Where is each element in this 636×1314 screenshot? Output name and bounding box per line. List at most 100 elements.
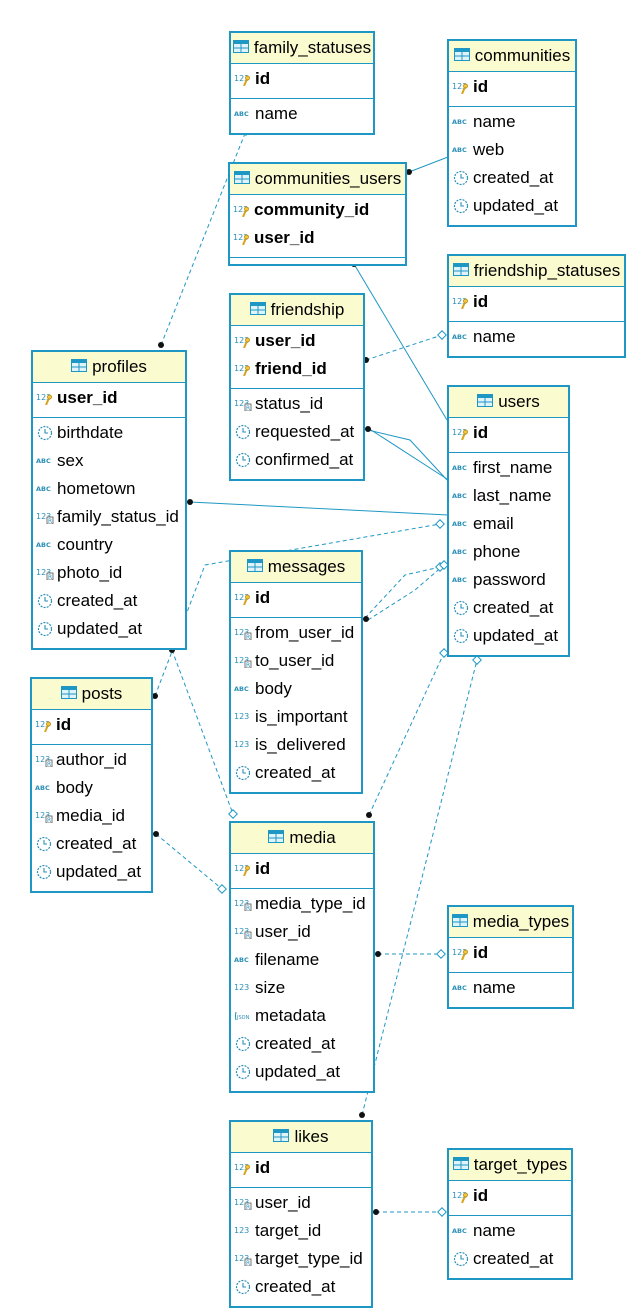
table-header[interactable]: profiles — [33, 352, 185, 383]
column-name: target_type_id — [255, 1249, 363, 1268]
table-header[interactable]: users — [449, 387, 568, 418]
table-header[interactable]: media — [231, 823, 373, 854]
table-header[interactable]: media_types — [449, 907, 572, 938]
column-row[interactable]: created_at — [449, 164, 575, 192]
column-row[interactable]: created_at — [33, 587, 185, 615]
table-header[interactable]: communities — [449, 41, 575, 72]
column-row[interactable]: updated_at — [32, 858, 151, 886]
table-title: friendship — [270, 300, 345, 319]
column-name: filename — [255, 950, 320, 969]
table-header[interactable]: friendship_statuses — [449, 256, 624, 287]
column-row[interactable]: created_at — [231, 1030, 373, 1058]
column-row[interactable]: birthdate — [33, 419, 185, 447]
column-row[interactable]: updated_at — [449, 622, 568, 650]
column-row[interactable]: created_at — [449, 1245, 571, 1273]
svg-text:123: 123 — [234, 593, 249, 602]
table-header[interactable]: family_statuses — [231, 33, 373, 64]
column-row[interactable]: created_at — [449, 594, 568, 622]
column-row[interactable]: updated_at — [231, 1058, 373, 1086]
table-header[interactable]: communities_users — [230, 164, 405, 195]
column-name: user_id — [255, 1193, 311, 1212]
table-header[interactable]: target_types — [449, 1150, 571, 1181]
column-name: updated_at — [473, 196, 559, 215]
column-row[interactable]: requested_at — [231, 418, 363, 446]
table-header[interactable]: messages — [231, 552, 361, 583]
table-header[interactable]: friendship — [231, 295, 363, 326]
table-header[interactable]: posts — [32, 679, 151, 710]
column-row[interactable]: created_at — [32, 830, 151, 858]
column-row[interactable]: created_at — [231, 759, 361, 787]
column-row[interactable]: confirmed_at — [231, 446, 363, 474]
column-row[interactable]: updated_at — [33, 615, 185, 643]
table-header[interactable]: likes — [231, 1122, 371, 1153]
column-row[interactable]: created_at — [231, 1273, 371, 1301]
column-row[interactable]: updated_at — [449, 192, 575, 220]
svg-text:ABC: ABC — [452, 492, 467, 500]
